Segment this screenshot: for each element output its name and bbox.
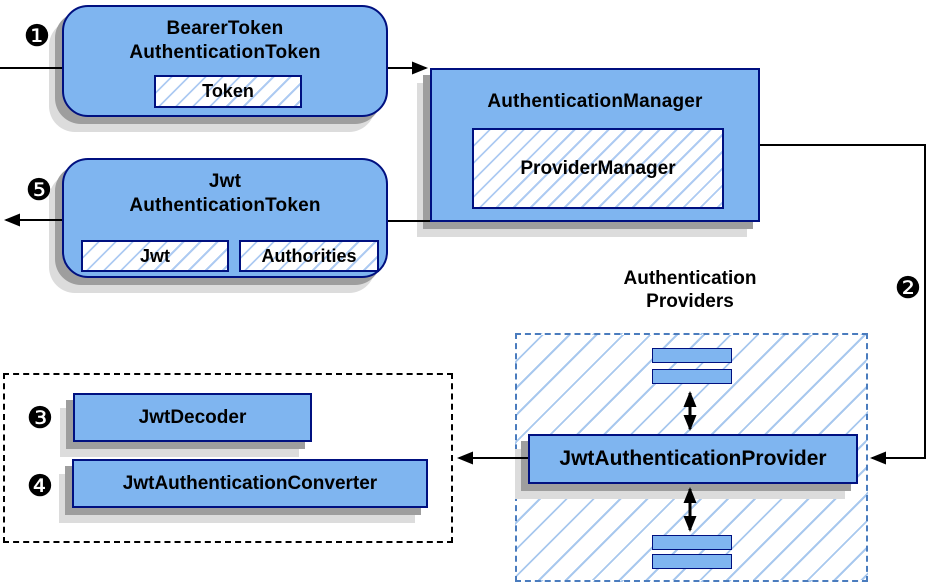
jwt-support-group	[3, 373, 453, 543]
jwt-decoder-node: JwtDecoder	[73, 393, 312, 442]
provider-item-bar	[652, 554, 732, 569]
bearer-token-authentication-token-node: BearerToken AuthenticationToken Token	[62, 5, 388, 117]
authentication-manager-node: AuthenticationManager ProviderManager	[430, 68, 760, 222]
token-field: Token	[154, 75, 302, 108]
step-2-badge: ❷	[894, 272, 922, 305]
provider-manager-box: ProviderManager	[472, 128, 724, 209]
token-field-label: Token	[202, 81, 254, 101]
jwt-authentication-token-node: Jwt AuthenticationToken Jwt Authorities	[62, 158, 388, 278]
jwt-authentication-converter-node: JwtAuthenticationConverter	[72, 459, 428, 508]
jwt-authentication-token-title: Jwt AuthenticationToken	[129, 171, 321, 216]
provider-item-bar	[652, 535, 732, 550]
provider-manager-label: ProviderManager	[520, 157, 676, 179]
jwt-field: Jwt	[81, 240, 229, 272]
step-1-badge: ❶	[23, 20, 51, 53]
authentication-providers-heading: Authentication Providers	[623, 268, 757, 312]
provider-item-bar	[652, 348, 732, 363]
authorities-field: Authorities	[239, 240, 379, 272]
jwt-authentication-provider-node: JwtAuthenticationProvider	[528, 434, 858, 484]
jwt-field-label: Jwt	[139, 245, 170, 266]
authorities-field-label: Authorities	[261, 245, 357, 266]
jwt-authentication-provider-label: JwtAuthenticationProvider	[559, 447, 827, 470]
authentication-manager-title: AuthenticationManager	[487, 91, 703, 112]
step-3-badge: ❸	[26, 402, 54, 435]
step-5-badge: ❺	[25, 174, 53, 207]
provider-item-bar	[652, 369, 732, 384]
jwt-authentication-converter-label: JwtAuthenticationConverter	[122, 472, 378, 494]
step-4-badge: ❹	[26, 470, 54, 503]
jwt-decoder-label: JwtDecoder	[138, 406, 247, 428]
bearer-token-title: BearerToken AuthenticationToken	[129, 18, 321, 63]
